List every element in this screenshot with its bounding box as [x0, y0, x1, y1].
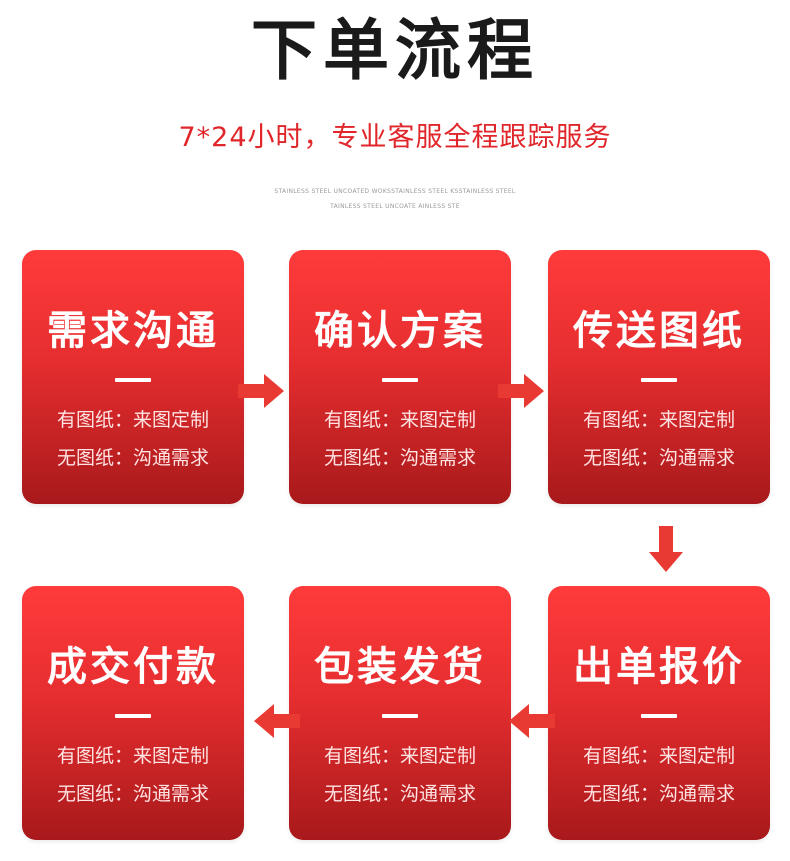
- step-line-with-drawing: 有图纸：来图定制: [56, 745, 209, 767]
- title-divider: [115, 714, 151, 718]
- title-divider: [115, 378, 151, 382]
- step-card-issue-quote: 出单报价 有图纸：来图定制 无图纸：沟通需求: [548, 586, 770, 840]
- fine-print-line-2: TAINLESS STEEL UNCOATE AINLESS STE: [330, 203, 460, 210]
- fine-print-line-1: STAINLESS STEEL UNCOATED WOKSSTAINLESS S…: [274, 188, 516, 195]
- step-card-packaging-shipping: 包装发货 有图纸：来图定制 无图纸：沟通需求: [289, 586, 511, 840]
- step-line-with-drawing: 有图纸：来图定制: [582, 409, 735, 431]
- step-line-with-drawing: 有图纸：来图定制: [323, 745, 476, 767]
- title-divider: [641, 714, 677, 718]
- step-title: 确认方案: [314, 308, 486, 354]
- step-title: 包装发货: [314, 644, 486, 690]
- step-card-send-drawings: 传送图纸 有图纸：来图定制 无图纸：沟通需求: [548, 250, 770, 504]
- arrow-right-icon: [498, 374, 544, 408]
- step-card-demand-communication: 需求沟通 有图纸：来图定制 无图纸：沟通需求: [22, 250, 244, 504]
- page-subtitle: 7*24小时，专业客服全程跟踪服务: [178, 122, 612, 153]
- step-line-without-drawing: 无图纸：沟通需求: [582, 447, 735, 469]
- step-title: 出单报价: [573, 644, 745, 690]
- step-line-without-drawing: 无图纸：沟通需求: [323, 783, 476, 805]
- step-card-complete-payment: 成交付款 有图纸：来图定制 无图纸：沟通需求: [22, 586, 244, 840]
- title-divider: [641, 378, 677, 382]
- step-title: 需求沟通: [47, 308, 219, 354]
- arrow-left-icon: [254, 704, 300, 738]
- step-line-with-drawing: 有图纸：来图定制: [56, 409, 209, 431]
- page-title: 下单流程: [251, 12, 539, 89]
- title-divider: [382, 378, 418, 382]
- arrow-down-icon: [649, 526, 683, 572]
- step-line-with-drawing: 有图纸：来图定制: [323, 409, 476, 431]
- step-card-confirm-plan: 确认方案 有图纸：来图定制 无图纸：沟通需求: [289, 250, 511, 504]
- step-title: 成交付款: [47, 644, 219, 690]
- arrow-left-icon: [509, 704, 555, 738]
- arrow-right-icon: [238, 374, 284, 408]
- step-line-without-drawing: 无图纸：沟通需求: [323, 447, 476, 469]
- step-title: 传送图纸: [573, 308, 745, 354]
- step-line-without-drawing: 无图纸：沟通需求: [56, 447, 209, 469]
- title-divider: [382, 714, 418, 718]
- step-line-without-drawing: 无图纸：沟通需求: [582, 783, 735, 805]
- step-line-without-drawing: 无图纸：沟通需求: [56, 783, 209, 805]
- step-line-with-drawing: 有图纸：来图定制: [582, 745, 735, 767]
